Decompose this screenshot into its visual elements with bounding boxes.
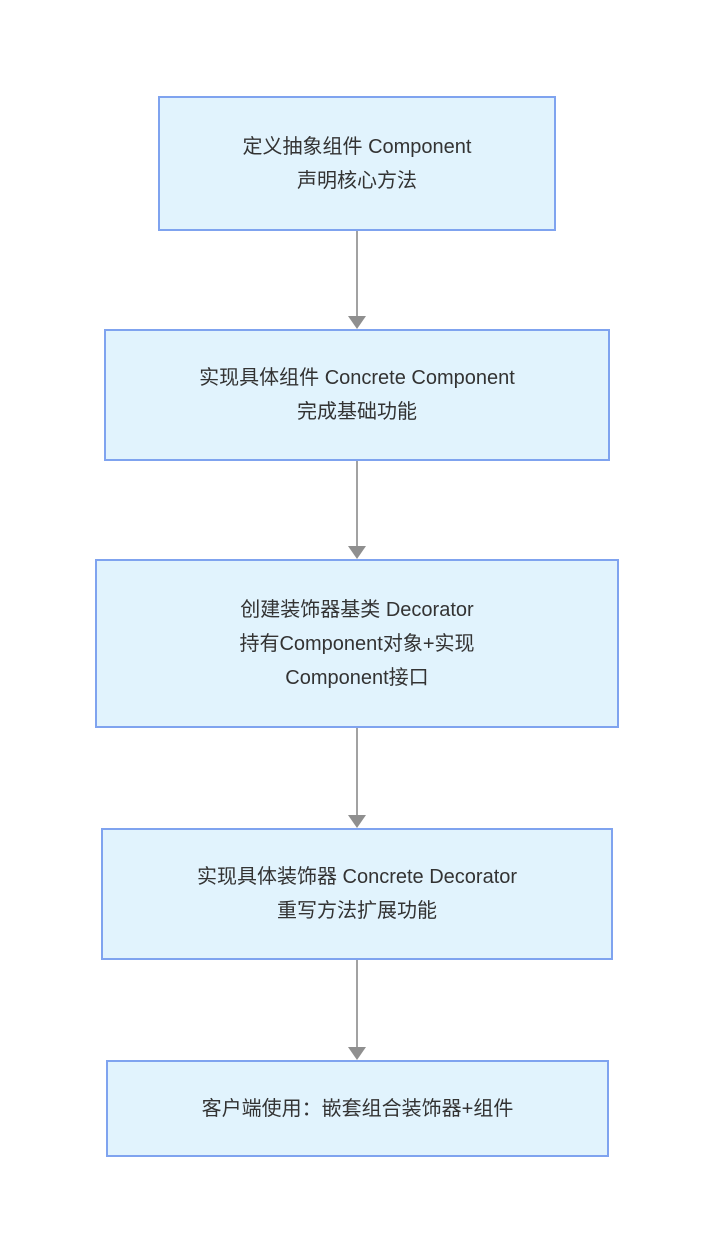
flow-node-label: 实现具体组件 Concrete Component 完成基础功能 [199, 367, 515, 423]
flow-node-step2: 实现具体组件 Concrete Component 完成基础功能 [104, 329, 610, 461]
flow-node-step5: 客户端使用：嵌套组合装饰器+组件 [106, 1060, 609, 1157]
arrow-connector-2 [348, 461, 366, 559]
flow-node-step1: 定义抽象组件 Component 声明核心方法 [158, 96, 556, 231]
arrow-line [356, 231, 358, 317]
arrowhead-down-icon [348, 1047, 366, 1060]
arrow-line [356, 728, 358, 816]
flow-node-label: 实现具体装饰器 Concrete Decorator 重写方法扩展功能 [196, 866, 518, 922]
arrowhead-down-icon [348, 316, 366, 329]
arrow-connector-1 [348, 231, 366, 329]
arrow-line [356, 960, 358, 1048]
flow-node-step4: 实现具体装饰器 Concrete Decorator 重写方法扩展功能 [101, 828, 613, 960]
arrow-connector-3 [348, 728, 366, 828]
arrowhead-down-icon [348, 815, 366, 828]
arrowhead-down-icon [348, 546, 366, 559]
arrow-connector-4 [348, 960, 366, 1060]
flow-node-label: 客户端使用：嵌套组合装饰器+组件 [201, 1097, 514, 1120]
flow-node-label: 创建装饰器基类 Decorator 持有Component对象+实现 Compo… [239, 598, 475, 689]
flow-node-step3: 创建装饰器基类 Decorator 持有Component对象+实现 Compo… [95, 559, 619, 728]
flow-node-label: 定义抽象组件 Component 声明核心方法 [242, 135, 472, 192]
arrow-line [356, 461, 358, 547]
